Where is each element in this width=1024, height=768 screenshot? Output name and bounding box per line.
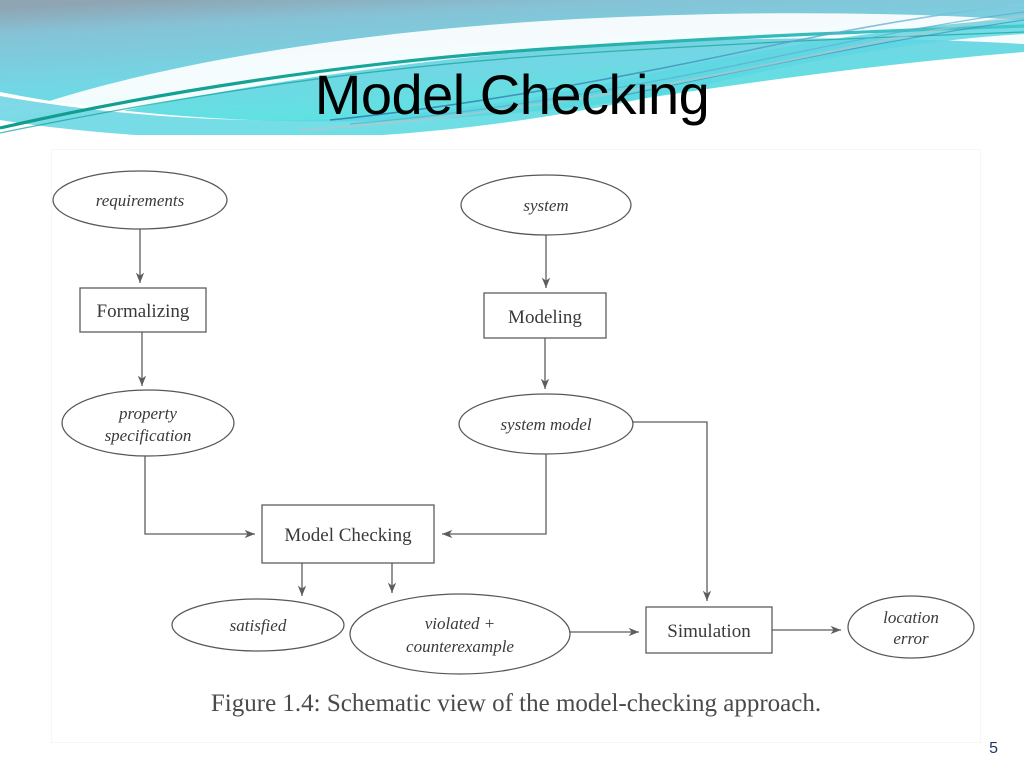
node-requirements-label: requirements <box>96 191 185 210</box>
node-simulation-label: Simulation <box>667 621 751 642</box>
edge-property-specification-to-model-checking <box>144 453 255 539</box>
node-model-checking[interactable]: Model Checking <box>261 504 435 564</box>
node-satisfied-label: satisfied <box>230 616 287 635</box>
node-modeling[interactable]: Modeling <box>483 292 607 339</box>
node-system[interactable]: system <box>460 174 632 236</box>
wave-white-swoop <box>0 13 1024 134</box>
node-location-error[interactable]: location error <box>847 595 975 659</box>
diagram-edges <box>135 229 841 637</box>
node-formalizing[interactable]: Formalizing <box>79 287 207 333</box>
node-system-model-label: system model <box>500 415 591 434</box>
node-simulation[interactable]: Simulation <box>645 606 773 654</box>
node-property-specification-label-line1: property <box>118 404 177 423</box>
edge-system-model-to-simulation <box>630 421 712 601</box>
wave-teal-accent <box>0 24 1024 130</box>
node-requirements[interactable]: requirements <box>52 170 228 230</box>
edge-system-model-to-model-checking <box>442 454 547 539</box>
model-checking-flow-diagram: requirements system Formalizing Modeling… <box>52 170 975 675</box>
figure-image-panel: requirements system Formalizing Modeling… <box>52 150 980 742</box>
node-formalizing-label: Formalizing <box>97 301 190 322</box>
node-violated-counterexample-label-line2: counterexample <box>406 637 514 656</box>
node-location-error-label-line2: error <box>893 629 929 648</box>
node-system-model[interactable]: system model <box>458 393 634 455</box>
node-violated-counterexample-label-line1: violated + <box>425 614 495 633</box>
node-violated-counterexample[interactable]: violated + counterexample <box>349 593 571 675</box>
node-property-specification-label-line2: specification <box>105 426 192 445</box>
figure-caption: Figure 1.4: Schematic view of the model-… <box>210 690 822 717</box>
node-property-specification[interactable]: property specification <box>61 389 235 457</box>
wave-blue-hairline-1 <box>329 3 1024 121</box>
wave-blue-hairline-2 <box>349 11 1024 125</box>
page-number: 5 <box>989 740 998 757</box>
node-model-checking-label: Model Checking <box>284 525 412 546</box>
header-wave-decoration <box>0 0 1024 135</box>
node-system-label: system <box>523 196 568 215</box>
node-satisfied[interactable]: satisfied <box>171 598 345 652</box>
node-location-error-label-line1: location <box>883 608 939 627</box>
node-modeling-label: Modeling <box>508 307 582 328</box>
page-title: Model Checking <box>314 63 710 126</box>
wave-grey-shadow <box>299 14 1024 132</box>
